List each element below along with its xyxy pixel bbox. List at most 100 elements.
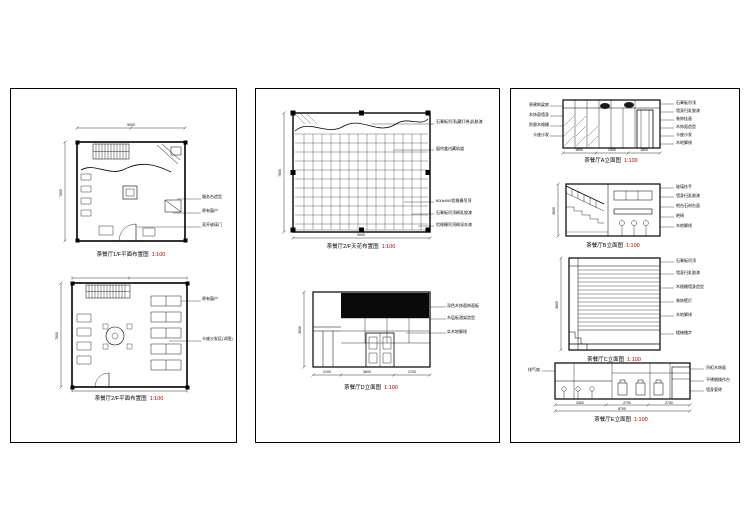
dimension-label: 8700 (618, 407, 626, 411)
callout-label: 石膏板吊顶 (676, 258, 696, 263)
callout-label: 窗帘盒内藏轨道 (436, 146, 464, 151)
callout-label: 装饰壁灯 (676, 298, 692, 303)
dimension-label: 2700 (623, 401, 631, 405)
floor-plan-2f: 7800 原有窗户 卡座沙发区(详图 (51, 274, 236, 409)
wall-outline (71, 282, 188, 388)
caption-scale: 1:100 (381, 244, 396, 250)
floor-plan-1f: 9000 7800 (51, 114, 236, 264)
hatch (563, 115, 599, 147)
dimension-line (561, 151, 662, 155)
callout-label: 墙身扫乳胶漆 (676, 193, 700, 198)
caption-scale: 1:100 (627, 357, 641, 363)
door-swing (118, 223, 137, 242)
dimension-label: 2700 (665, 401, 673, 405)
elevation-e: 3300 2700 2700 8700 排气扇 吊柜木饰面 不锈钢操作台 墙身瓷… (516, 359, 741, 444)
center-table (122, 185, 138, 200)
ceiling-plan-drawing: 7800 9000 (278, 110, 434, 240)
dimension-label: 1800 (640, 148, 648, 152)
shelving (341, 317, 430, 344)
callout-label: 石膏板吊顶(藏灯带)乳胶漆 (436, 119, 483, 124)
sheet-3: 1800 2400 1800 原建筑梁底 木饰面墙身 防腐木格栅 卡座沙发 石膏… (510, 88, 740, 443)
caption-scale: 1:100 (633, 417, 648, 423)
left-tables (80, 173, 92, 217)
callout-label: 墙身扫乳胶漆 (676, 270, 700, 275)
ceiling-plan-2f: 7800 9000 石膏板吊顶(藏灯带)乳胶漆 窗帘盒内藏轨道 600x600铝… (276, 104, 501, 259)
dark-wood-panel (341, 293, 429, 318)
callout-label: 楼梯踏步 (676, 330, 692, 335)
dimension-label: 7800 (55, 332, 59, 340)
dimension-label: 3600 (555, 301, 559, 309)
staircase (92, 143, 130, 160)
elevation-d: 3600 2100 3600 2700 深色木饰面饰面板 木层板酒架造型 实木地… (296, 289, 496, 399)
dimension-label: 2100 (323, 370, 331, 374)
dimension-label: 3600 (363, 370, 371, 374)
callout-label: 木层板酒架造型 (447, 315, 475, 320)
dimension-line (59, 281, 63, 389)
slat-wall (578, 269, 660, 327)
column-markers (290, 110, 431, 233)
callout-label: 木地脚线 (676, 223, 692, 228)
dimension-line (71, 389, 188, 393)
elevation-b-drawing: 3600 (552, 182, 674, 238)
column-markers (75, 140, 188, 243)
callout-label: 吧台石材台面 (676, 203, 700, 208)
callout-label: 木饰面造型 (676, 124, 696, 129)
callout-label: 实木地脚线 (447, 329, 467, 334)
left-booths (76, 313, 92, 365)
callout-label: 服务台造型 (202, 194, 222, 199)
hatch (295, 113, 318, 125)
dimension-line (71, 276, 188, 280)
frame-lines (569, 258, 660, 350)
dimension-label: 3300 (576, 401, 584, 405)
dimension-label: 3600 (298, 326, 302, 334)
tall-cabinet (671, 366, 691, 400)
dimension-line (553, 403, 692, 407)
leader-lines (542, 368, 704, 392)
stair-rail (565, 185, 605, 224)
dimension-label: 2400 (608, 148, 616, 152)
dimension-label: 2700 (408, 370, 416, 374)
callout-label: 原有窗户 (202, 296, 218, 301)
ceiling-grid (295, 133, 428, 231)
caption-title: 茶餐厅D立面图 (344, 385, 382, 391)
elevation-c-drawing: 3600 (555, 256, 674, 352)
callout-label: 深色木饰面饰面板 (447, 303, 479, 308)
dimension-line (553, 409, 692, 413)
elevation-d-drawing: 3600 2100 3600 2700 (298, 290, 446, 377)
dimension-line (302, 290, 306, 369)
round-table (102, 323, 133, 350)
callout-label: 卡座沙发 (533, 132, 549, 137)
callout-label: 原有窗户 (202, 208, 218, 213)
callout-label: 玻璃扶手 (676, 184, 692, 189)
callout-label: 木格栅墙身造型 (676, 284, 704, 289)
glazed-door (365, 332, 395, 368)
caption-title: 茶餐厅B立面图 (586, 243, 623, 249)
dimension-line (559, 256, 563, 352)
callout-label: 原建筑梁底 (529, 102, 549, 107)
escalator (156, 143, 182, 165)
callout-label: 600x600铝格栅吊顶 (436, 198, 472, 203)
panel-dividers (574, 100, 636, 148)
caption-scale: 1:100 (625, 243, 640, 249)
dimension-line (75, 126, 187, 130)
floor-plan-2f-drawing: 7800 (55, 276, 201, 393)
cloud-ceiling-curve (294, 118, 429, 132)
wall-outline (568, 257, 661, 351)
callout-label: 石膏板吊顶刷乳胶漆 (436, 210, 472, 215)
leader-lines (137, 198, 201, 228)
wall-outline (76, 141, 186, 242)
leader-lines (660, 187, 674, 228)
doorway (636, 109, 654, 149)
callout-label: 卡座沙发 (676, 132, 692, 137)
wall-outline (292, 112, 431, 233)
pendant-lamp (600, 103, 610, 109)
bar-counter (613, 190, 653, 236)
elevation-a-drawing: 1800 2400 1800 (550, 99, 674, 155)
callout-label: 铝格栅吊顶刷深灰漆 (436, 222, 472, 227)
